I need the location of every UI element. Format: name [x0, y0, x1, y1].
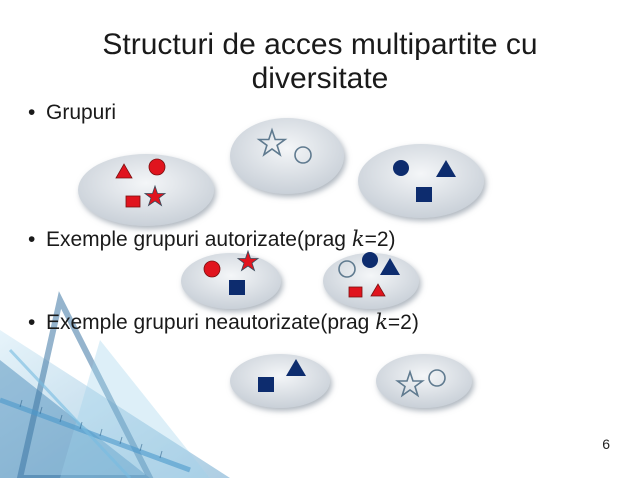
blue-triangle — [380, 258, 400, 275]
bullet-text: Grupuri — [46, 101, 117, 124]
star-outline — [395, 369, 425, 398]
page-number: 6 — [602, 436, 610, 452]
title-line-1: Structuri de acces multipartite cu — [102, 28, 538, 61]
star-outline — [256, 127, 288, 157]
blue-triangle — [286, 359, 306, 376]
authorized-example-1 — [181, 249, 281, 309]
unauthorized-example-1 — [230, 354, 330, 408]
threshold-variable: k — [375, 310, 388, 334]
title-line-2: diversitate — [251, 62, 389, 95]
blue-square — [416, 187, 432, 202]
red-star — [143, 184, 167, 207]
unauthorized-example-2 — [376, 354, 472, 408]
bullet-text: Exemple grupuri autorizate(prag — [46, 228, 352, 251]
bullet-text-tail: =2) — [364, 228, 396, 251]
slide-title: Structuri de acces multipartite cu diver… — [60, 28, 580, 96]
group-ellipse-2 — [230, 118, 344, 194]
bullet-authorized: • Exemple grupuri autorizate(prag k=2) — [28, 227, 396, 252]
red-square — [125, 195, 141, 208]
red-square — [348, 286, 363, 298]
blue-circle — [393, 160, 409, 176]
red-star — [236, 249, 260, 272]
circle-outline — [338, 260, 356, 278]
threshold-variable: k — [351, 227, 365, 251]
red-circle — [148, 158, 166, 176]
bullet-dot: • — [28, 228, 36, 251]
blue-square — [229, 280, 245, 295]
red-triangle — [370, 283, 386, 297]
bullet-text: Exemple grupuri neautorizate(prag — [46, 311, 376, 334]
bullet-dot: • — [28, 311, 36, 334]
circle-outline — [294, 146, 312, 164]
bullet-groups: • Grupuri — [28, 101, 116, 125]
red-triangle — [115, 163, 133, 179]
ruler-decoration — [0, 291, 230, 478]
red-circle — [203, 260, 221, 278]
bullet-dot: • — [28, 101, 36, 124]
blue-square — [258, 377, 274, 392]
bullet-text-tail: =2) — [387, 311, 419, 334]
blue-triangle — [436, 160, 456, 177]
blue-circle — [362, 252, 378, 268]
authorized-example-2 — [323, 252, 419, 309]
group-ellipse-1 — [78, 154, 214, 226]
group-ellipse-3 — [358, 144, 484, 218]
circle-outline — [428, 369, 446, 387]
bullet-unauthorized: • Exemple grupuri neautorizate(prag k=2) — [28, 310, 419, 335]
